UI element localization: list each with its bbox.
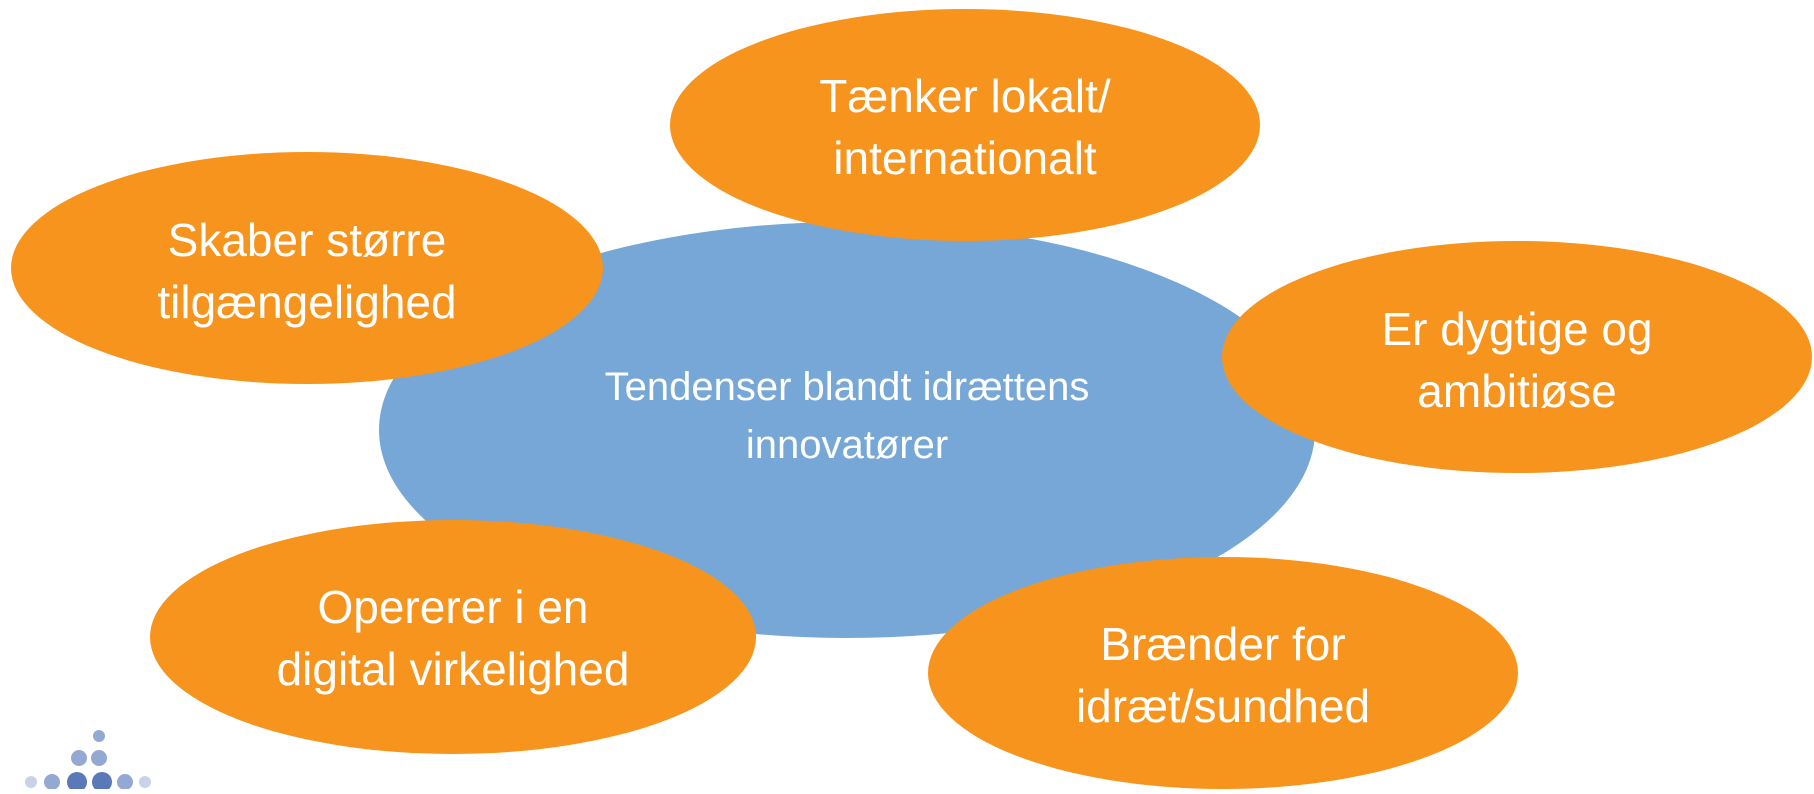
logo-dot <box>91 750 107 766</box>
node-bottom-left: Opererer i en digital virkelighed <box>150 520 756 754</box>
logo-dot <box>71 750 87 766</box>
node-right-label-line-1: Er dygtige og <box>1381 303 1652 355</box>
node-bottom-left-ellipse <box>150 520 756 754</box>
logo-dot <box>93 730 105 742</box>
node-bottom-right: Brænder for idræt/sundhed <box>928 557 1518 789</box>
logo-dot <box>67 772 87 792</box>
dot-pyramid-logo-icon <box>25 730 151 792</box>
node-left-label-line-2: tilgængelighed <box>157 276 456 328</box>
logo-dot <box>117 774 133 790</box>
node-bottom-left-label-line-2: digital virkelighed <box>277 643 630 695</box>
logo-dot <box>92 772 112 792</box>
node-bottom-right-label-line-2: idræt/sundhed <box>1076 680 1370 732</box>
node-right-label-line-2: ambitiøse <box>1417 365 1616 417</box>
node-bottom-left-label-line-1: Opererer i en <box>317 581 588 633</box>
node-top: Tænker lokalt/ internationalt <box>670 9 1260 241</box>
node-top-ellipse <box>670 9 1260 241</box>
node-top-label-line-1: Tænker lokalt/ <box>819 70 1111 122</box>
node-right-ellipse <box>1222 241 1812 473</box>
node-bottom-right-ellipse <box>928 557 1518 789</box>
center-ellipse <box>379 222 1315 638</box>
center-node: Tendenser blandt idrættens innovatører <box>379 222 1315 638</box>
node-left-label-line-1: Skaber større <box>168 214 447 266</box>
logo-dot <box>25 776 37 788</box>
center-label-line-2: innovatører <box>746 423 948 467</box>
node-bottom-right-label-line-1: Brænder for <box>1100 618 1345 670</box>
node-left-ellipse <box>11 152 603 384</box>
node-right: Er dygtige og ambitiøse <box>1222 241 1812 473</box>
logo-dot <box>139 776 151 788</box>
node-top-label-line-2: internationalt <box>833 132 1097 184</box>
center-label-line-1: Tendenser blandt idrættens <box>605 365 1090 409</box>
node-left: Skaber større tilgængelighed <box>11 152 603 384</box>
logo-dot <box>44 774 60 790</box>
